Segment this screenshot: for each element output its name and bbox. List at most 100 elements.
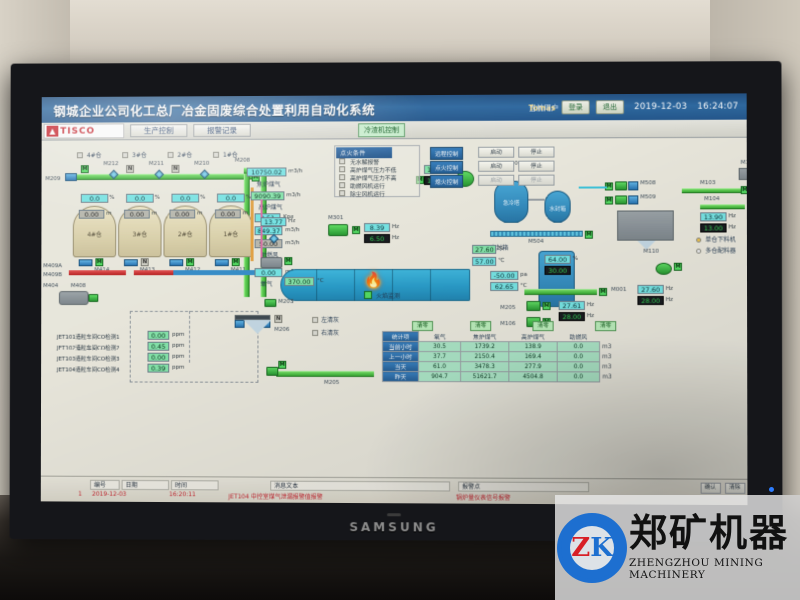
feeder-motor[interactable] <box>88 294 99 302</box>
motor-badge-m411[interactable]: M <box>231 258 240 267</box>
flameout-start-button[interactable]: 启动 <box>478 174 515 186</box>
silo-checkbox-3[interactable] <box>122 152 129 159</box>
tisco-triangle-icon: ▲ <box>46 125 59 137</box>
lower-conveyor-motor[interactable] <box>266 366 279 376</box>
mode-remote-control[interactable]: 远程控制 <box>430 146 464 160</box>
kiln-drive-motor[interactable] <box>264 299 277 307</box>
pump-m509[interactable] <box>615 195 628 205</box>
feeder-machine[interactable] <box>58 291 89 305</box>
right-hopper-unit[interactable] <box>738 167 748 181</box>
status-chip-cooler[interactable]: 冷渣机控制 <box>358 123 406 138</box>
motor-m411[interactable] <box>214 259 229 267</box>
totals-prev-hour-blast: 169.4 <box>508 351 558 362</box>
silo-checkbox-label-2: 2#仓 <box>177 151 193 159</box>
right-conveyor-second <box>700 204 745 210</box>
totals-row-label-current-hour: 当前小时 <box>382 341 419 352</box>
motor-badge-right-valve[interactable]: M <box>673 262 682 271</box>
tisco-logo-text: TISCO <box>60 126 95 137</box>
mode-flameout-control[interactable]: 熄火控制 <box>430 174 464 188</box>
reset-button-blast[interactable]: 清零 <box>532 321 554 332</box>
oxygen-label: 氧气 <box>260 281 273 289</box>
flameout-stop-button[interactable]: 停止 <box>518 174 555 186</box>
silo-checkbox-2[interactable] <box>167 151 174 158</box>
ignition-stop-button[interactable]: 停止 <box>518 160 555 172</box>
motor-m301[interactable] <box>328 224 349 237</box>
slag-cooler[interactable] <box>617 210 674 241</box>
totals-today-air: 0.0 <box>557 361 600 372</box>
motor-badge-m301[interactable]: M <box>352 226 361 235</box>
fan-drive-a[interactable] <box>526 301 541 312</box>
pump-m508[interactable] <box>615 181 628 191</box>
ignition-cond-chk-2[interactable] <box>339 166 346 173</box>
reset-button-coke[interactable]: 清零 <box>470 321 492 332</box>
motor-badge-m504[interactable]: M <box>584 230 593 239</box>
pump-feed-pipe <box>578 186 607 189</box>
motor-m209[interactable] <box>65 173 77 182</box>
pump-m509-drive[interactable] <box>628 195 639 205</box>
burner-motor-badge[interactable]: M <box>284 257 293 266</box>
reset-button-o2[interactable]: 清零 <box>412 321 434 332</box>
bag-temp-reading: 57.00 <box>472 256 497 266</box>
radio-multi-feeder[interactable] <box>696 248 702 254</box>
status-badge-m211[interactable]: N <box>171 164 180 173</box>
motor-badge-fan-a[interactable]: M <box>542 302 551 311</box>
motor-badge-m001[interactable]: M <box>599 287 608 296</box>
silo-3-pct-unit: % <box>154 194 160 201</box>
totals-today-oxygen: 61.0 <box>418 361 461 372</box>
burner-unit[interactable] <box>260 257 283 269</box>
water-seal-tank[interactable]: 水封箱 <box>544 190 571 223</box>
silo-checkbox-1[interactable] <box>213 151 220 158</box>
ignition-cond-chk-1[interactable] <box>339 158 346 165</box>
right-rotary-valve[interactable] <box>655 262 672 275</box>
motor-m414[interactable] <box>78 259 93 267</box>
tag-m509: M509 <box>640 194 656 201</box>
motor-badge-m414[interactable]: M <box>95 258 104 267</box>
totals-unit-4: m3 <box>602 373 612 380</box>
mode-ignition-control[interactable]: 点火控制 <box>430 160 464 174</box>
tab-alarm-records[interactable]: 报警记录 <box>193 123 251 138</box>
flame-detect-badge[interactable] <box>364 291 373 300</box>
checkbox-right-clean[interactable] <box>312 329 319 336</box>
ignition-cond-chk-3[interactable] <box>339 174 346 181</box>
totals-row-label-yesterday: 昨天 <box>382 371 419 382</box>
ignition-start-button[interactable]: 启动 <box>478 160 515 172</box>
ignition-cond-chk-5[interactable] <box>339 190 346 197</box>
watermark-text: 郑矿机器 ZHENGZHOU MINING MACHINERY <box>629 514 800 581</box>
motor-badge-lower[interactable]: M <box>278 360 287 369</box>
motor-badge-m412[interactable]: M <box>186 258 195 267</box>
tag-m504: M504 <box>528 238 544 245</box>
motor-badge-m509[interactable]: M <box>604 196 614 205</box>
analyzer-row-4-desc: JET104造粒车间CO检测4 <box>56 367 120 374</box>
tab-production-control[interactable]: 生产控制 <box>130 124 188 138</box>
status-badge-m212[interactable]: N <box>126 165 135 173</box>
checkbox-left-clean[interactable] <box>312 316 319 323</box>
alarm-ack-button[interactable]: 确认 <box>700 482 721 494</box>
ignition-cond-chk-4[interactable] <box>339 182 346 189</box>
totals-table-header-row: 统计项 氧气 焦炉煤气 高炉煤气 助燃风 <box>382 331 614 342</box>
screw-conveyor-m504[interactable] <box>490 230 583 237</box>
radio-single-feeder[interactable] <box>696 237 702 243</box>
remote-start-button[interactable]: 启动 <box>478 146 515 158</box>
alarm-clear-button[interactable]: 清除 <box>725 482 746 494</box>
reset-button-air[interactable]: 清零 <box>594 321 617 332</box>
id-fan-setpoint-1: 27.61 <box>558 301 585 311</box>
watermark-cn: 郑矿机器 <box>629 511 790 555</box>
remote-stop-button[interactable]: 停止 <box>518 146 555 158</box>
collector-badge[interactable]: N <box>274 314 283 323</box>
tag-m211: M211 <box>148 160 164 167</box>
motor-badge-m104[interactable]: M <box>740 186 748 195</box>
analyzer-row-2-desc: JET102造粒车间CO检测2 <box>56 345 120 352</box>
motor-badge-m209[interactable]: M <box>80 165 89 174</box>
motor-m412[interactable] <box>169 259 184 267</box>
motor-badge-m413[interactable]: N <box>140 258 149 267</box>
silo-checkbox-4[interactable] <box>76 152 83 159</box>
login-button[interactable]: 登录 <box>561 100 590 115</box>
quench-tank[interactable]: 急冷塔 <box>494 180 529 223</box>
tag-m106: M106 <box>500 321 516 328</box>
totals-row-header: 统计项 <box>382 331 419 342</box>
motor-m413[interactable] <box>123 259 138 267</box>
logout-button[interactable]: 退出 <box>595 100 625 115</box>
pump-m508-drive[interactable] <box>628 181 639 191</box>
kiln-segment-2 <box>354 269 356 301</box>
